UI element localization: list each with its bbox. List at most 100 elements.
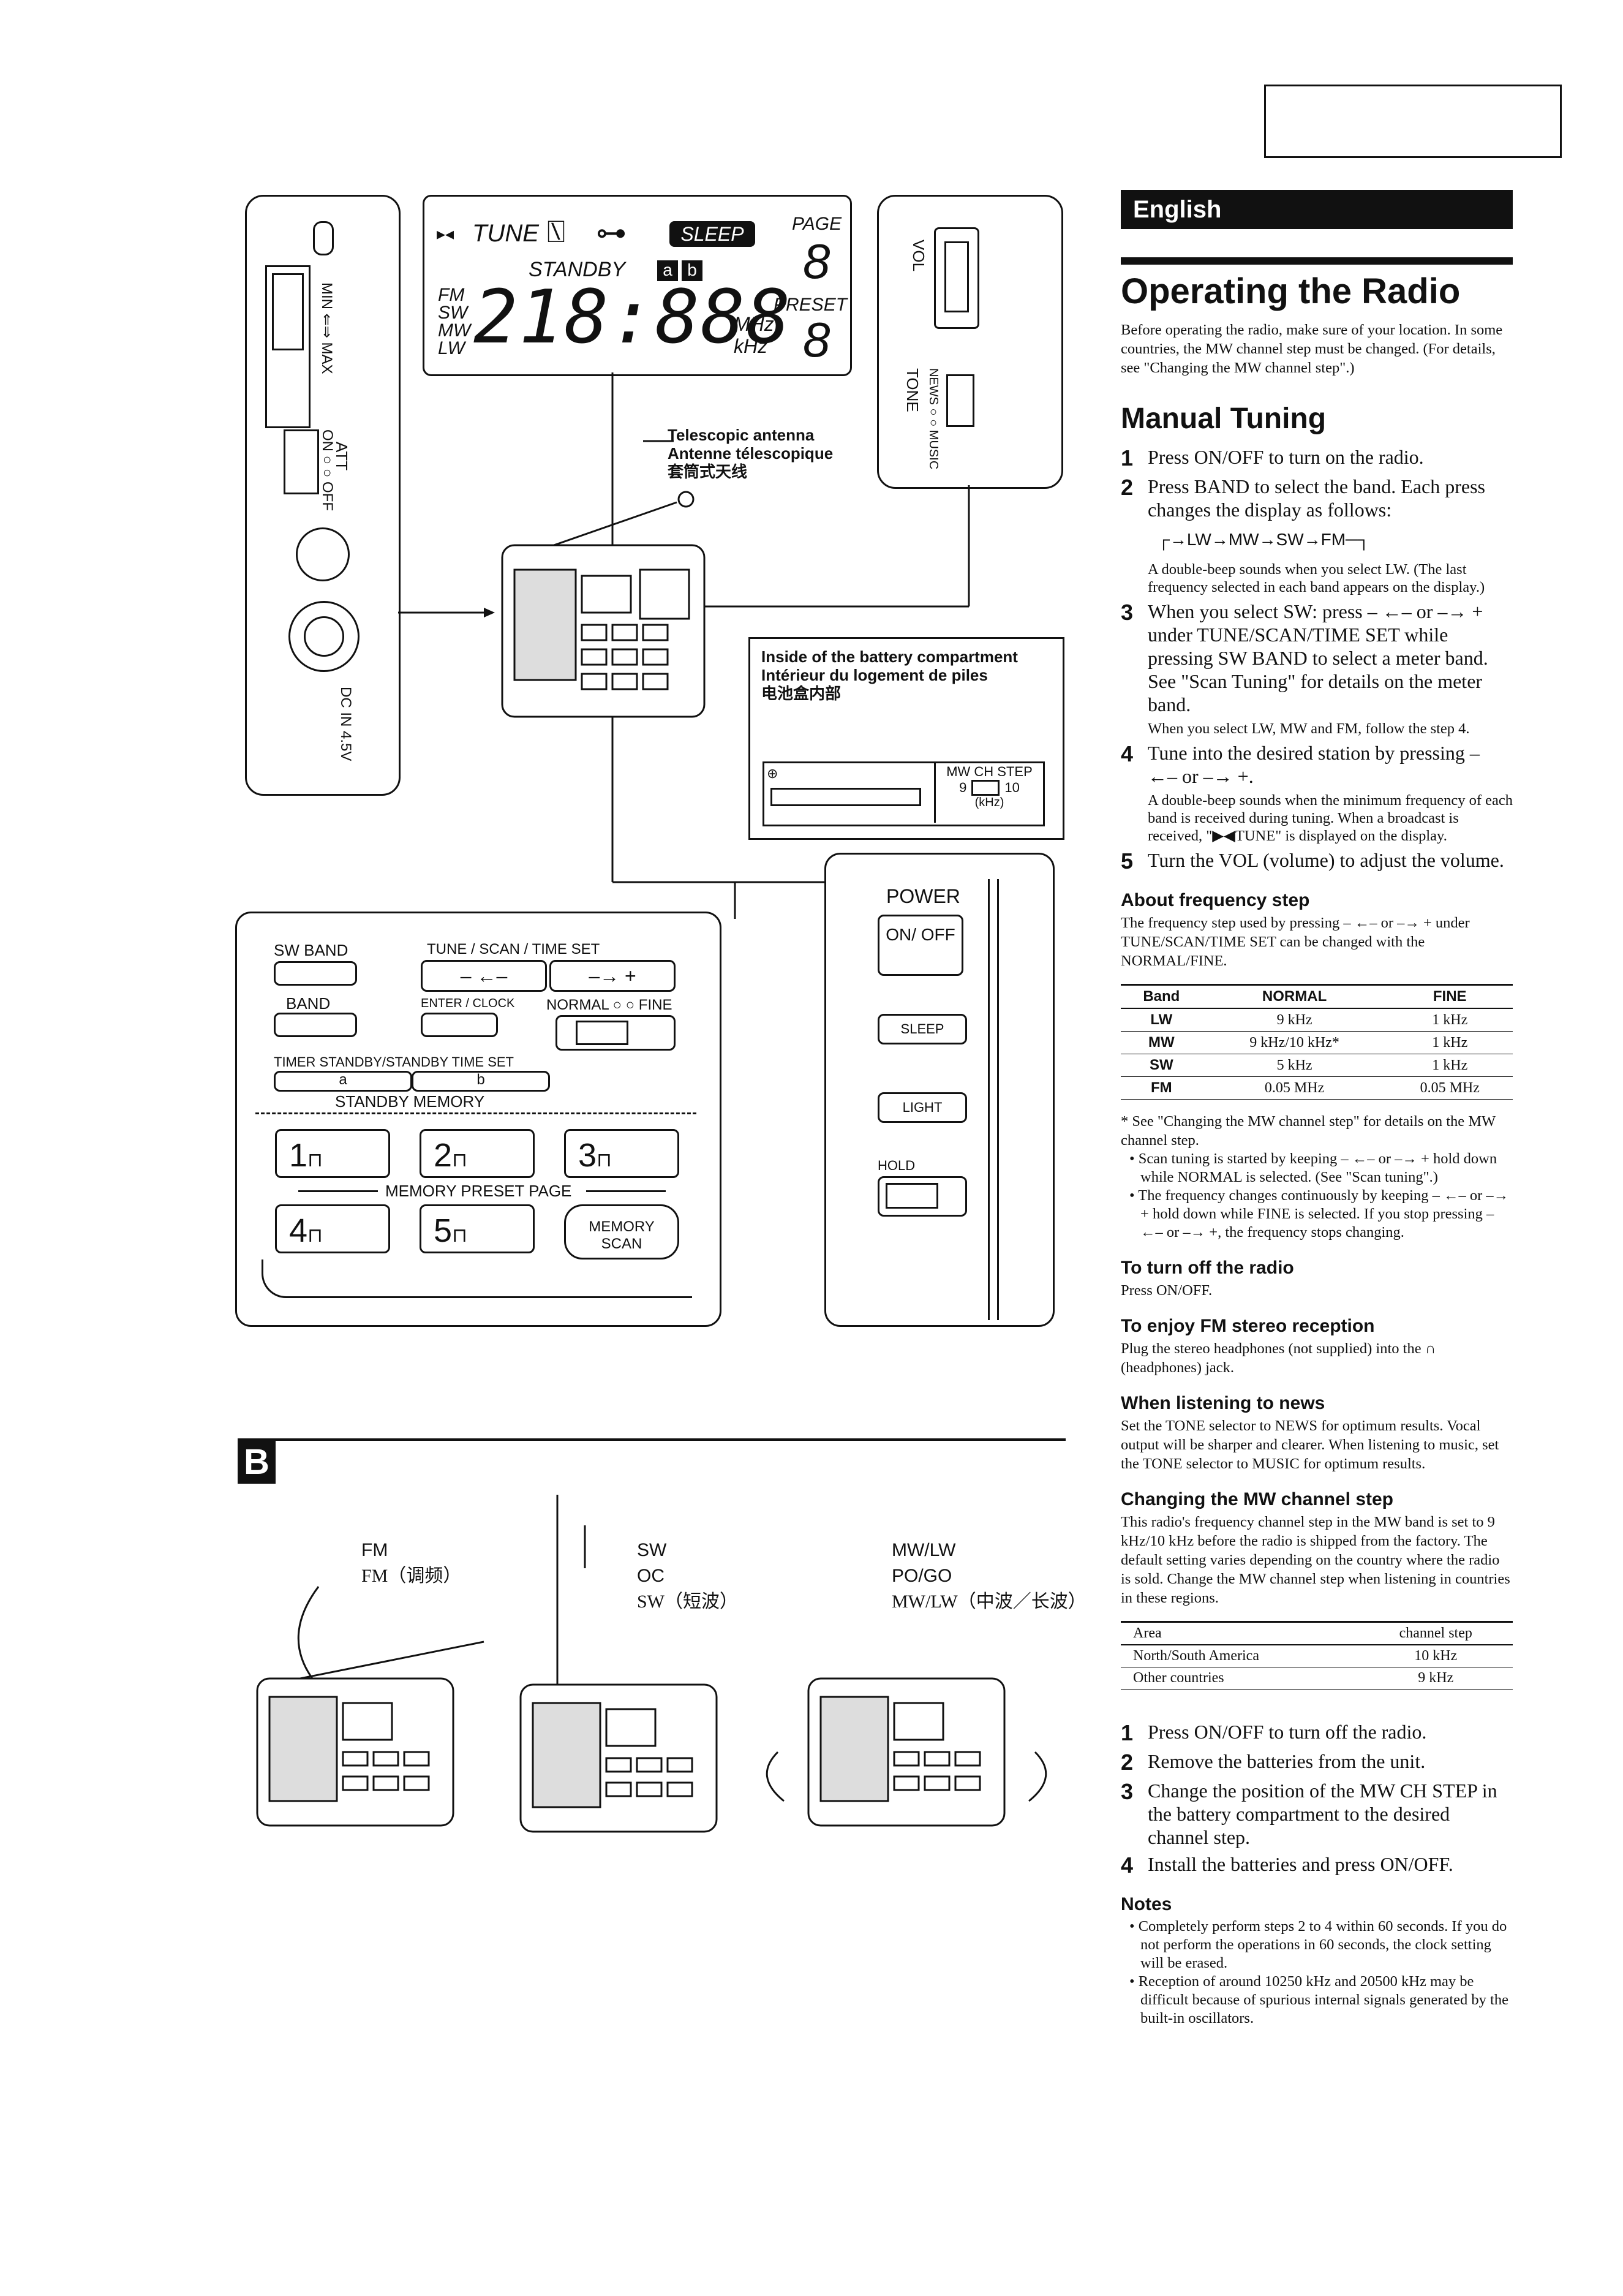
band-button[interactable] [274, 1013, 357, 1037]
preset-divider-right [586, 1190, 666, 1192]
standby-a-indicator: a [657, 260, 678, 281]
preset-digit: 8 [803, 312, 830, 367]
title-rule [1121, 257, 1513, 265]
radio-illustration [501, 491, 706, 718]
mw-step-heading: Changing the MW channel step [1121, 1489, 1394, 1509]
list-item: Reception of around 10250 kHz and 20500 … [1129, 1973, 1513, 2028]
mhz-unit: MHz [734, 313, 774, 335]
footnote: * See "Changing the MW channel step" for… [1121, 1113, 1496, 1149]
power-label: POWER [886, 885, 960, 907]
radio-left-side-view: MIN ⇐⇒ MAX ATT ON ○ ○ OFF DC IN 4.5V [245, 195, 401, 796]
mw-ch-step-switch: MW CH STEP 9 10 (kHz) [934, 761, 1043, 823]
preset-4-button[interactable]: 4⊓ [275, 1204, 390, 1253]
battery-compartment-callout: Inside of the battery compartment Intéri… [748, 637, 1064, 840]
preset-1-button[interactable]: 1⊓ [275, 1129, 390, 1178]
hold-label: HOLD [878, 1158, 916, 1173]
timer-standby-label: TIMER STANDBY/STANDBY TIME SET [274, 1054, 514, 1070]
tune-plus-button[interactable]: –→ + [549, 960, 676, 992]
list-item: The frequency changes continuously by ke… [1129, 1187, 1513, 1242]
manual-tuning-heading: Manual Tuning [1121, 402, 1327, 435]
frequency-step-heading: About frequency step [1121, 890, 1310, 910]
tuning-note-3: When you select LW, MW and FM, follow th… [1148, 720, 1470, 737]
enter-clock-button[interactable] [421, 1013, 498, 1037]
tuning-note-2: A double-beep sounds when you select LW.… [1148, 561, 1485, 595]
preset-2-button[interactable]: 2⊓ [420, 1129, 535, 1178]
normal-fine-label: NORMAL ○ ○ FINE [546, 997, 672, 1013]
dashed-divider [255, 1112, 696, 1114]
volume-dial [934, 227, 979, 329]
band-sequence: ┌→LW→MW→SW→FM─┐ [1158, 530, 1370, 549]
on-off-button[interactable]: ON/ OFF [878, 915, 963, 976]
standby-b-indicator: b [682, 260, 702, 281]
page-digit: 8 [803, 234, 830, 289]
battery-slots: ⊕ [763, 761, 1045, 826]
keypad-panel: SW BAND TUNE / SCAN / TIME SET – ←– –→ +… [235, 912, 721, 1327]
sw-band-label: SW BAND [274, 941, 348, 959]
dc-jack [288, 601, 360, 672]
list-item: Scan tuning is started by keeping – ←– o… [1129, 1150, 1513, 1187]
band-label: BAND [286, 994, 331, 1013]
tune-minus-button[interactable]: – ←– [421, 960, 547, 992]
preset-5-button[interactable]: 5⊓ [420, 1204, 535, 1253]
page-indicator: PAGE [792, 214, 842, 234]
frequency-digits: 218:888 [473, 275, 792, 360]
headphone-jack [296, 527, 350, 581]
fm-stereo-text: Plug the stereo headphones (not supplied… [1121, 1340, 1436, 1376]
memory-scan-button[interactable]: MEMORY SCAN [564, 1204, 679, 1259]
light-button[interactable]: LIGHT [878, 1092, 967, 1123]
turn-off-text: Press ON/OFF. [1121, 1282, 1213, 1299]
fm-stereo-heading: To enjoy FM stereo reception [1121, 1316, 1375, 1336]
sleep-button[interactable]: SLEEP [878, 1014, 967, 1044]
radio-right-side-view: VOL TONE NEWS ○ ○ MUSIC [877, 195, 1063, 489]
page-number-box [1264, 85, 1562, 158]
standby-memory-label: STANDBY MEMORY [335, 1092, 485, 1111]
tuning-note-4: A double-beep sounds when the minimum fr… [1148, 792, 1513, 844]
sleep-indicator: SLEEP [669, 221, 755, 247]
news-heading: When listening to news [1121, 1393, 1325, 1413]
power-panel: POWER ON/ OFF SLEEP LIGHT HOLD [824, 853, 1055, 1327]
page-title: Operating the Radio [1121, 271, 1461, 311]
sw-orientation-label: SW OC SW（短波） [637, 1540, 738, 1612]
alarm-icon: ⍂ [547, 214, 565, 249]
standby-a-button[interactable]: a [274, 1071, 412, 1092]
notes-list: Completely perform steps 2 to 4 within 6… [1121, 1917, 1513, 2028]
att-switch [284, 429, 319, 494]
turn-off-heading: To turn off the radio [1121, 1258, 1294, 1278]
notes-heading: Notes [1121, 1894, 1172, 1914]
sw-band-button[interactable] [274, 961, 357, 986]
antenna-orientation-illustrations [256, 1495, 1047, 1833]
khz-unit: kHz [734, 335, 768, 357]
band-sw: SW [438, 303, 468, 323]
power-panel-edge [988, 879, 999, 1320]
key-hold-icon: ⊶ [596, 216, 627, 250]
frequency-step-text: The frequency step used by pressing – ←–… [1121, 915, 1470, 969]
standby-b-button[interactable]: b [412, 1071, 550, 1092]
band-fm: FM [438, 285, 465, 305]
tone-switch [946, 374, 974, 427]
band-indicators: FM SW MW LW [438, 285, 470, 358]
hold-switch[interactable] [878, 1176, 967, 1217]
preset-3-button[interactable]: 3⊓ [564, 1129, 679, 1178]
preset-divider-left [298, 1190, 378, 1192]
tune-scan-label: TUNE / SCAN / TIME SET [427, 941, 600, 957]
language-tab: English [1121, 190, 1513, 229]
news-text: Set the TONE selector to NEWS for optimu… [1121, 1418, 1499, 1472]
list-item: Completely perform steps 2 to 4 within 6… [1129, 1917, 1513, 1973]
fm-orientation-label: FM FM（调频） [361, 1540, 462, 1586]
tune-indicator: TUNE [472, 220, 539, 247]
instructions-column: English Operating the Radio Before opera… [1121, 190, 1513, 2028]
normal-fine-switch[interactable] [555, 1015, 676, 1051]
